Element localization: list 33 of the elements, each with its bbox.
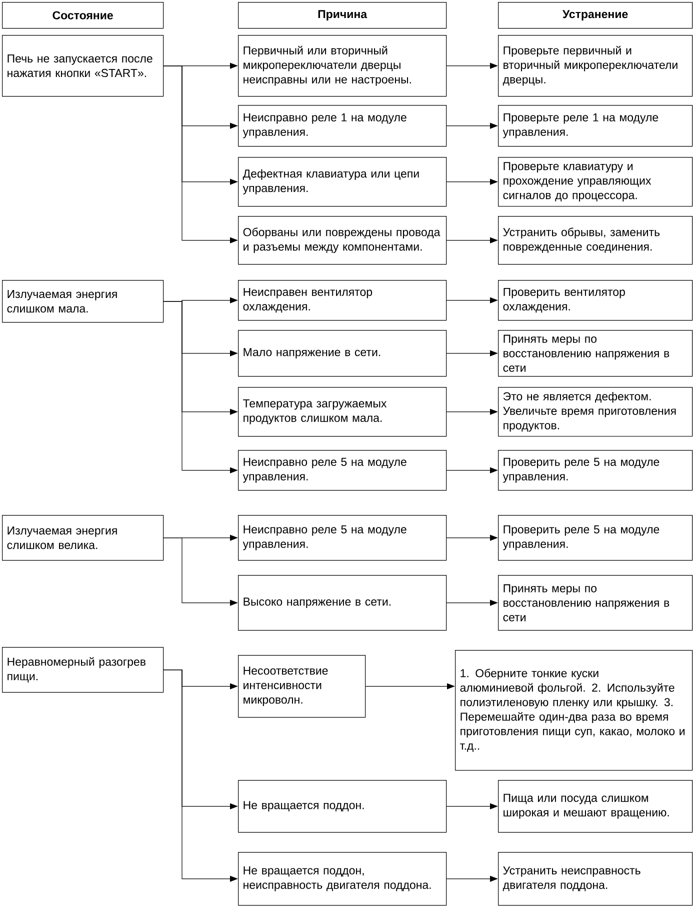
- cause-box: Не вращается поддон, неисправность двигателя поддона.: [238, 852, 447, 906]
- remedy-box: Проверить реле 5 на модуле управления.: [498, 450, 693, 491]
- cause-box: Не вращается поддон.: [238, 780, 447, 833]
- cause-box: Мало напряжение в сети.: [238, 330, 447, 377]
- cause-box: Неисправно реле 1 на модуле управления.: [238, 105, 447, 147]
- condition-box: Излучаемая энергия слишком велика.: [2, 515, 164, 561]
- remedy-box: Устранить обрывы, заменить поврежденные соединения.: [498, 216, 693, 265]
- remedy-box: 1. Оберните тонкие куски алюминиевой фольгой. 2. Используйте полиэтиленовую пленку или крышку. 3. Перемешайте один-два раза во время приготовления пищи суп, какао, молоко и т.д..: [455, 650, 693, 771]
- column-header: Состояние: [2, 2, 164, 29]
- cause-box: Неисправно реле 5 на модуле управления.: [238, 515, 447, 561]
- cause-box: Первичный или вторичный микропереключатели дверцы неисправны или не настроены.: [238, 35, 447, 97]
- remedy-box: Проверьте первичный и вторичный микропереключатели дверцы.: [498, 35, 693, 97]
- cause-box: Дефектная клавиатура или цепи управления.: [238, 157, 447, 207]
- cause-box: Оборваны или повреждены провода и разъемы между компонентами.: [238, 216, 447, 265]
- cause-box: Температура загружаемых продуктов слишком мала.: [238, 387, 447, 437]
- condition-box: Излучаемая энергия слишком мала.: [2, 280, 164, 323]
- condition-box: Неравномерный разогрев пищи.: [2, 647, 164, 693]
- cause-box: Высоко напряжение в сети.: [238, 575, 447, 631]
- column-header: Устранение: [498, 2, 693, 29]
- remedy-box: Пища или посуда слишком широкая и мешают вращению.: [498, 780, 693, 833]
- remedy-box: Принять меры по восстановлению напряжения в сети: [498, 330, 693, 377]
- remedy-box: Проверить реле 5 на модуле управления.: [498, 515, 693, 561]
- remedy-box: Это не является дефектом. Увеличьте время приготовления продуктов.: [498, 387, 693, 437]
- cause-box: Неисправно реле 5 на модуле управления.: [238, 450, 447, 491]
- remedy-box: Устранить неисправность двигателя поддона.: [498, 852, 693, 906]
- cause-box: Неисправен вентилятор охлаждения.: [238, 280, 447, 321]
- column-header: Причина: [238, 2, 447, 29]
- remedy-box: Принять меры по восстановлению напряжения в сети: [498, 575, 693, 631]
- remedy-box: Проверьте клавиатуру и прохождение управляющих сигналов до процессора.: [498, 157, 693, 207]
- condition-box: Печь не запускается после нажатия кнопки «START».: [2, 35, 164, 97]
- remedy-box: Проверить вентилятор охлаждения.: [498, 280, 693, 321]
- cause-box: Несоответствие интенсивности микроволн.: [238, 655, 366, 718]
- remedy-box: Проверьте реле 1 на модуле управления.: [498, 105, 693, 147]
